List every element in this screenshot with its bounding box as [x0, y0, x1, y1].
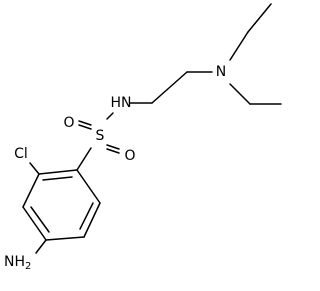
atom-nh2-subscript: 2 [25, 261, 31, 272]
atom-n-tertiary: N [216, 64, 226, 80]
ring-c2-c3 [22, 173, 40, 208]
bond-ring-nh2 [35, 239, 47, 254]
ring-double-1 [42, 176, 73, 181]
bond-s-o-right-a [106, 144, 120, 150]
bond-s-ring [76, 147, 92, 171]
bond-ethyl1-ch3 [247, 3, 272, 33]
atom-o-left: O [63, 115, 74, 131]
bond-s-o-left-a [78, 120, 92, 126]
bond-nh-s [106, 112, 114, 120]
bond-lines [22, 3, 282, 254]
ring-c3-c4 [22, 206, 47, 241]
ring-c5-c6 [83, 202, 101, 238]
atom-nh2-main: NH [4, 254, 25, 270]
atom-cl: Cl [14, 146, 28, 162]
atom-s: S [96, 128, 105, 144]
ring-c4-c5 [45, 236, 85, 241]
bond-ethyl1-ch2 [229, 31, 249, 61]
bond-s-o-left-b [78, 124, 92, 130]
ring-c6-c1 [76, 169, 101, 204]
bond-ch2-ch2 [151, 71, 188, 104]
ring-c1-c2 [38, 169, 78, 175]
structure-diagram: N HN O S O Cl NH2 [4, 3, 282, 272]
ring-double-3 [79, 202, 94, 230]
atom-o-right: O [124, 148, 135, 164]
bond-s-o-right-b [106, 148, 120, 154]
atom-nh2: NH2 [4, 254, 31, 272]
atom-nh: HN [111, 95, 132, 111]
bond-ethyl2-ch2 [229, 83, 251, 105]
bond-ring-cl [29, 162, 40, 175]
ring-double-2 [30, 206, 50, 233]
atom-labels: N HN O S O Cl NH2 [4, 64, 226, 272]
